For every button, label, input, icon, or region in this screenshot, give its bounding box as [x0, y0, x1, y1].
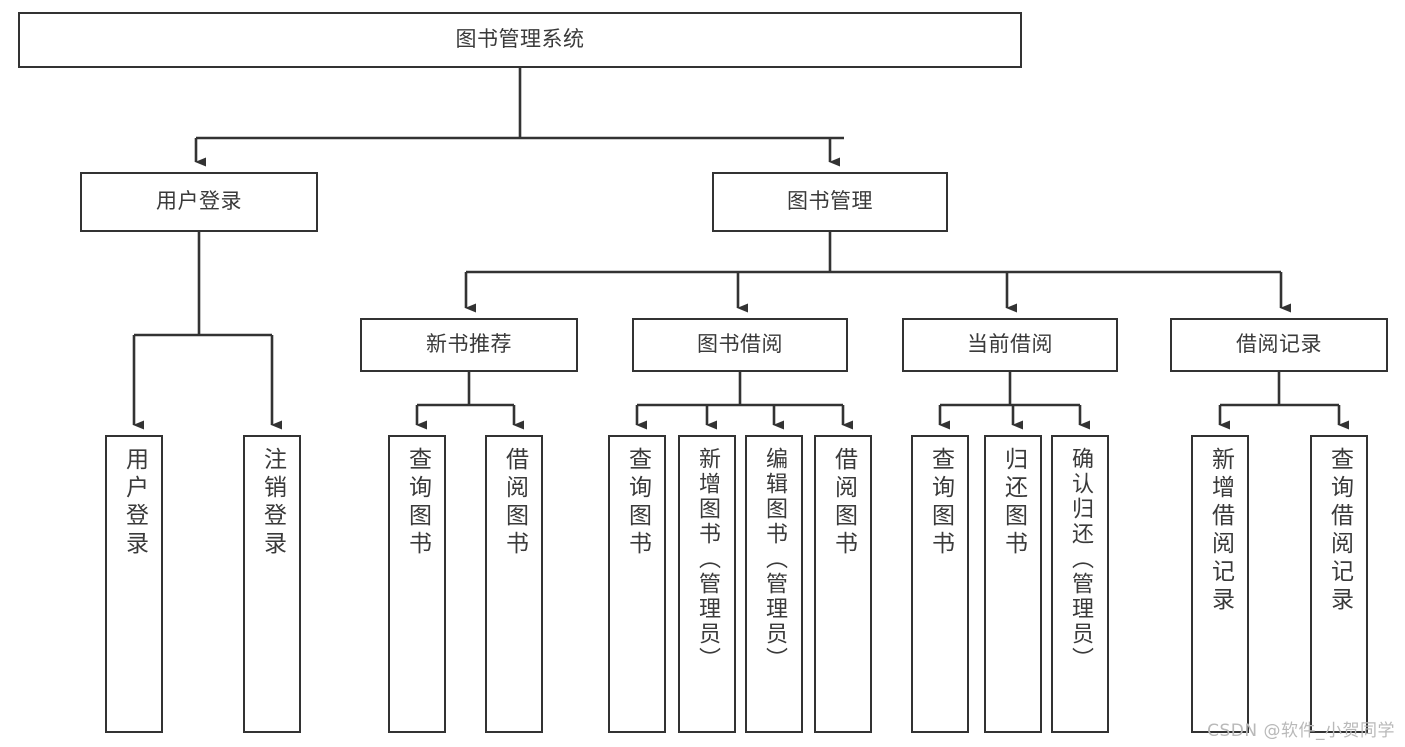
node-leaf-query-book-3[interactable]: 查询图书 — [911, 435, 969, 733]
node-leaf-query-record[interactable]: 查询借阅记录 — [1310, 435, 1368, 733]
node-leaf-add-book-label: 新增图书（管理员） — [695, 447, 720, 672]
csdn-watermark: CSDN @软件_小贺同学 — [1207, 721, 1395, 741]
node-leaf-query-book-1-label: 查询图书 — [404, 447, 431, 559]
node-book-borrow[interactable]: 图书借阅 — [632, 318, 848, 372]
node-leaf-borrow-book-1-label: 借阅图书 — [501, 447, 528, 559]
node-book-borrow-label: 图书借阅 — [697, 332, 783, 357]
node-leaf-borrow-book-2-label: 借阅图书 — [830, 447, 857, 559]
node-leaf-add-record[interactable]: 新增借阅记录 — [1191, 435, 1249, 733]
node-leaf-edit-book[interactable]: 编辑图书（管理员） — [745, 435, 803, 733]
node-leaf-return-book[interactable]: 归还图书 — [984, 435, 1042, 733]
node-book-manage[interactable]: 图书管理 — [712, 172, 948, 232]
node-leaf-confirm-return-label: 确认归还（管理员） — [1068, 447, 1093, 672]
node-user-login[interactable]: 用户登录 — [80, 172, 318, 232]
node-current-borrow[interactable]: 当前借阅 — [902, 318, 1118, 372]
node-borrow-record-label: 借阅记录 — [1236, 332, 1322, 357]
node-user-login-label: 用户登录 — [156, 189, 242, 214]
node-leaf-add-record-label: 新增借阅记录 — [1207, 447, 1234, 615]
node-leaf-query-book-2[interactable]: 查询图书 — [608, 435, 666, 733]
node-leaf-edit-book-label: 编辑图书（管理员） — [762, 447, 787, 672]
node-new-book-recommend-label: 新书推荐 — [426, 332, 512, 357]
node-leaf-query-book-2-label: 查询图书 — [624, 447, 651, 559]
node-leaf-query-record-label: 查询借阅记录 — [1326, 447, 1353, 615]
node-leaf-borrow-book-1[interactable]: 借阅图书 — [485, 435, 543, 733]
node-book-manage-label: 图书管理 — [787, 189, 873, 214]
node-leaf-confirm-return[interactable]: 确认归还（管理员） — [1051, 435, 1109, 733]
node-root-system[interactable]: 图书管理系统 — [18, 12, 1022, 68]
node-leaf-query-book-3-label: 查询图书 — [927, 447, 954, 559]
node-leaf-logout-login-label: 注销登录 — [259, 447, 286, 559]
node-new-book-recommend[interactable]: 新书推荐 — [360, 318, 578, 372]
node-leaf-user-login-label: 用户登录 — [121, 447, 148, 559]
node-leaf-borrow-book-2[interactable]: 借阅图书 — [814, 435, 872, 733]
node-leaf-return-book-label: 归还图书 — [1000, 447, 1027, 559]
node-root-label: 图书管理系统 — [455, 27, 585, 52]
node-current-borrow-label: 当前借阅 — [967, 332, 1053, 357]
node-leaf-add-book[interactable]: 新增图书（管理员） — [678, 435, 736, 733]
node-borrow-record[interactable]: 借阅记录 — [1170, 318, 1388, 372]
node-leaf-query-book-1[interactable]: 查询图书 — [388, 435, 446, 733]
node-leaf-user-login[interactable]: 用户登录 — [105, 435, 163, 733]
node-leaf-logout-login[interactable]: 注销登录 — [243, 435, 301, 733]
